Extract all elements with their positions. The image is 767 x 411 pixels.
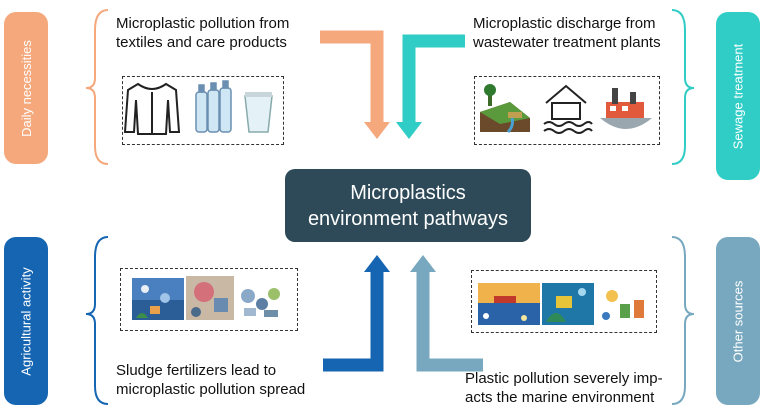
brace-agri (85, 236, 109, 405)
sewage-treatment-tab: Sewage treatment (716, 12, 760, 180)
other-icons-box (471, 270, 657, 333)
daily-caption: Microplastic pollution from textiles and… (116, 15, 290, 51)
arrow-sewage-head (396, 122, 422, 139)
arrow-agri (323, 271, 384, 372)
marine-litter-illustration (132, 278, 184, 320)
agri-icons-box (120, 268, 298, 331)
brace-sewage (671, 9, 695, 165)
shirt-icon (123, 82, 181, 135)
polluted-ocean-illustration (478, 283, 540, 325)
sewage-icons-box (474, 76, 660, 145)
arrow-sewage (402, 34, 465, 123)
daily-necessities-tab: Daily necessities (4, 12, 48, 164)
brace-other (671, 236, 695, 405)
waste-scene-illustration (596, 283, 652, 325)
sewage-caption: Microplastic discharge from wastewater t… (473, 15, 661, 51)
cup-icon (244, 92, 273, 133)
other-caption: Plastic pollution severely imp- acts the… (465, 370, 663, 406)
daily-icons-box (122, 76, 284, 145)
treatment-plant-icon (600, 88, 652, 129)
underwater-plastic-illustration (542, 283, 594, 325)
polluted-landscape-illustration (186, 276, 234, 320)
flooded-house-icon (543, 84, 593, 134)
wastewater-outflow-icon (480, 84, 530, 134)
water-bottles-icon (195, 80, 232, 133)
arrow-agri-head (364, 255, 390, 272)
agri-caption: Sludge fertilizers lead to microplastic … (116, 362, 306, 398)
brace-daily (85, 9, 109, 165)
arrow-other-head (410, 255, 436, 272)
other-sources-tab: Other sources (716, 237, 760, 405)
plastic-waste-pile-illustration (236, 278, 286, 320)
arrow-daily-head (364, 122, 390, 139)
central-topic-box: Microplastics environment pathways (285, 169, 531, 242)
agricultural-activity-tab: Agricultural activity (4, 237, 48, 405)
arrow-daily (320, 30, 384, 123)
arrow-other (416, 271, 483, 372)
